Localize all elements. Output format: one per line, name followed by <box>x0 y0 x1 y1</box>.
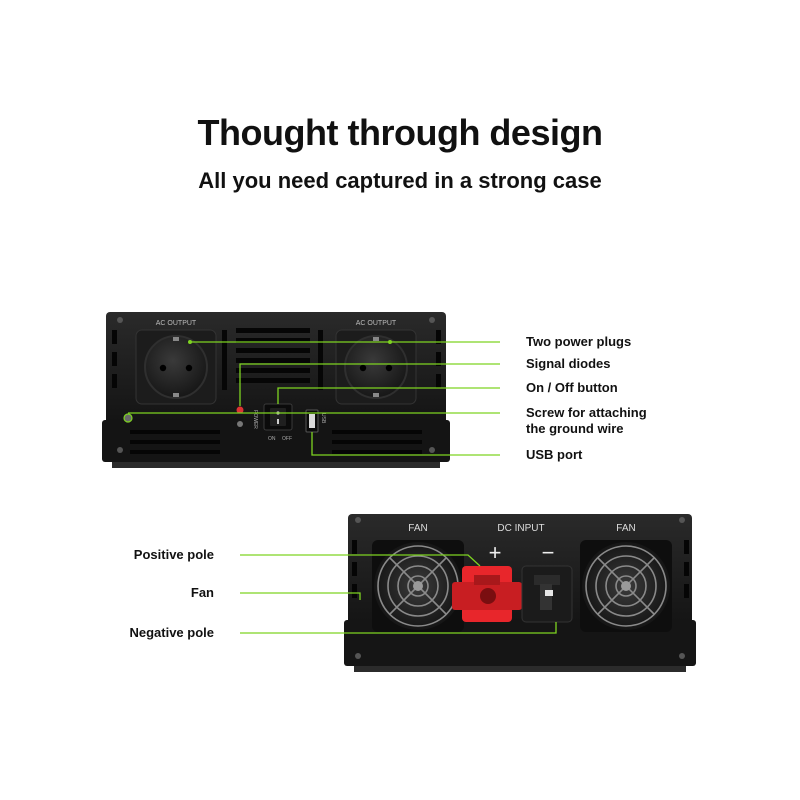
rear-panel: FAN DC INPUT FAN + − <box>240 514 696 672</box>
callout-positive-pole: Positive pole <box>133 547 214 562</box>
on-off-switch[interactable] <box>263 403 293 431</box>
ground-screw <box>123 413 133 423</box>
fan-label-left: FAN <box>408 523 427 534</box>
page-subtitle: All you need captured in a strong case <box>198 168 602 193</box>
negative-symbol: − <box>542 540 555 565</box>
positive-symbol: + <box>489 540 502 565</box>
front-panel: AC OUTPUT AC OUTPUT POWER ON <box>102 312 500 468</box>
fan-left <box>372 540 464 632</box>
callout-fan: Fan <box>190 585 214 600</box>
usb-text: USB <box>320 413 326 424</box>
socket-label-right: AC OUTPUT <box>356 320 397 327</box>
callout-ground-screw: Screw for attaching the ground wire <box>526 405 647 436</box>
page-title: Thought through design <box>197 112 603 153</box>
callout-usb-port: USB port <box>526 447 583 462</box>
positive-terminal <box>452 566 522 622</box>
switch-text: POWER <box>252 410 258 429</box>
negative-terminal <box>521 565 573 623</box>
switch-mark-off: OFF <box>282 436 292 442</box>
callout-negative-pole: Negative pole <box>129 625 214 640</box>
usb-port[interactable] <box>305 409 319 433</box>
callout-two-power-plugs: Two power plugs <box>526 334 632 349</box>
callout-on-off-button: On / Off button <box>526 380 618 395</box>
fan-right <box>580 540 672 632</box>
dc-input-label: DC INPUT <box>497 523 544 534</box>
switch-mark-on: ON <box>268 436 276 442</box>
signal-diode-secondary <box>237 421 243 427</box>
socket-label-left: AC OUTPUT <box>156 320 197 327</box>
power-socket-right: AC OUTPUT <box>335 320 417 405</box>
callout-signal-diodes: Signal diodes <box>526 356 611 371</box>
signal-diode <box>236 406 244 414</box>
power-socket-left: AC OUTPUT <box>135 320 217 405</box>
fan-label-right: FAN <box>616 523 635 534</box>
